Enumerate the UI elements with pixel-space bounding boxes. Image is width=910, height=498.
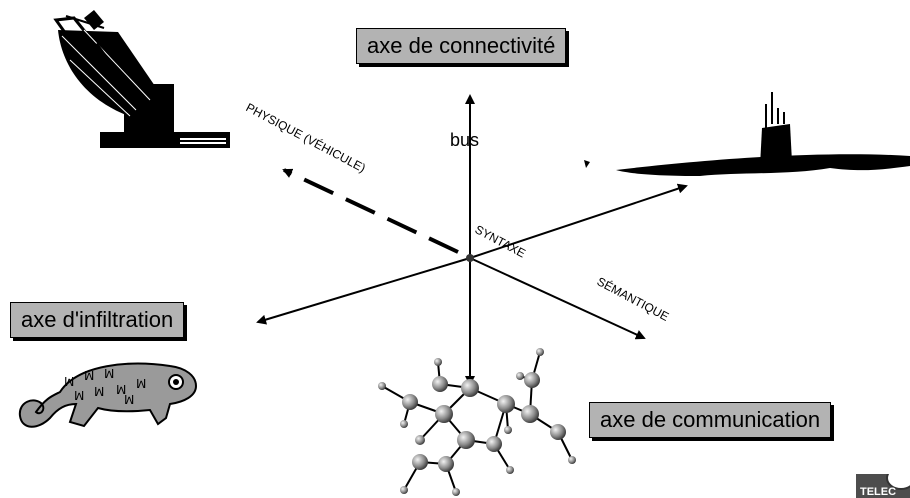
chameleon-icon: ꟽ ꟽ ꟽ ꟽ ꟽ ꟽ ꟽ ꟽ [18, 362, 198, 428]
svg-text:ꟽ: ꟽ [64, 375, 74, 389]
svg-text:ꟽ: ꟽ [124, 393, 134, 407]
origin-point [466, 254, 474, 262]
bus-label: bus [450, 130, 479, 150]
telecom-logo: TELEC [856, 474, 910, 498]
submarine-icon [584, 92, 910, 176]
svg-text:ꟽ: ꟽ [116, 383, 126, 397]
semantique-label: SÉMANTIQUE [595, 273, 672, 323]
svg-text:ꟽ: ꟽ [136, 377, 146, 391]
svg-text:ꟽ: ꟽ [104, 367, 114, 381]
communication-axis-box: axe de communication [589, 402, 832, 438]
molecule-atoms [378, 348, 576, 496]
physical-axis-dashed [282, 168, 459, 254]
physique-label: PHYSIQUE (VÉHICULE) [244, 99, 369, 175]
infiltration-axis [256, 257, 471, 325]
logo-text: TELEC [860, 486, 897, 498]
svg-text:ꟽ: ꟽ [84, 369, 94, 383]
axes [256, 94, 688, 386]
molecule-icon [381, 351, 573, 493]
satellite-dish-icon [53, 10, 230, 148]
svg-text:ꟽ: ꟽ [94, 385, 104, 399]
infiltration-axis-box: axe d'infiltration [10, 302, 185, 338]
semantic-axis [469, 257, 646, 340]
right-up-axis [469, 183, 688, 259]
svg-text:ꟽ: ꟽ [74, 389, 84, 403]
connectivity-axis-box: axe de connectivité [356, 28, 567, 64]
